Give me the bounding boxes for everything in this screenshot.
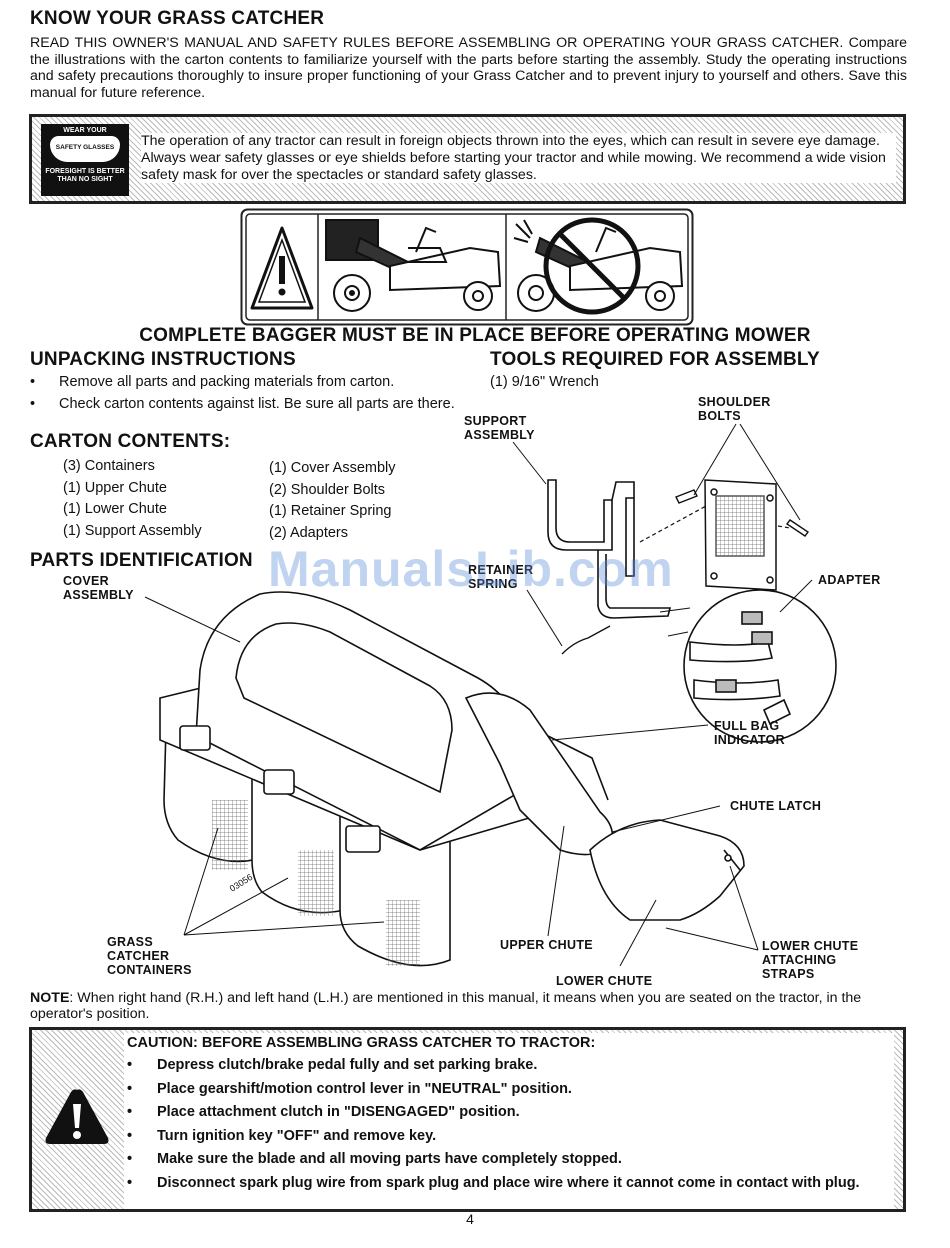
list-item: (1) Cover Assembly — [269, 460, 396, 476]
carton-list-right: (1) Cover Assembly (2) Shoulder Bolts (1… — [269, 458, 396, 544]
list-item: Make sure the blade and all moving parts… — [127, 1151, 894, 1168]
safety-glasses-box: WEAR YOUR SAFETY GLASSES FORESIGHT IS BE… — [29, 114, 906, 204]
goggles-icon: SAFETY GLASSES — [50, 136, 120, 162]
page-number: 4 — [466, 1211, 474, 1227]
list-item: •Remove all parts and packing materials … — [30, 374, 395, 390]
safety-text: The operation of any tractor can result … — [141, 133, 896, 184]
badge-line-2: SAFETY GLASSES — [55, 144, 115, 151]
watermark: ManualsLib.com — [268, 541, 674, 597]
tractor-without-bagger-prohibited-icon — [513, 217, 684, 315]
unpacking-title: UNPACKING INSTRUCTIONS — [30, 349, 296, 370]
label-support-assembly: SUPPORT ASSEMBLY — [464, 414, 535, 442]
list-item: Place gearshift/motion control lever in … — [127, 1081, 894, 1098]
unpacking-item-2: Check carton contents against list. Be s… — [59, 396, 455, 412]
unpacking-item-1: Remove all parts and packing materials f… — [59, 374, 395, 390]
list-item: (2) Adapters — [269, 524, 348, 541]
carton-list-left: (3) Containers (1) Upper Chute (1) Lower… — [63, 456, 202, 542]
note-label: NOTE — [30, 990, 70, 1006]
retainer-spring — [561, 625, 611, 655]
list-item: Place attachment clutch in "DISENGAGED" … — [127, 1104, 894, 1121]
label-shoulder-bolts: SHOULDER BOLTS — [698, 395, 771, 423]
label-adapter: ADAPTER — [818, 573, 881, 587]
list-item: Turn ignition key "OFF" and remove key. — [127, 1128, 894, 1145]
label-chute-latch: CHUTE LATCH — [730, 799, 822, 813]
intro-paragraph: READ THIS OWNER'S MANUAL AND SAFETY RULE… — [30, 35, 907, 101]
support-assembly — [547, 479, 672, 619]
page-heading: KNOW YOUR GRASS CATCHER — [30, 8, 325, 29]
label-lower-chute: LOWER CHUTE — [556, 974, 653, 988]
parts-identification-title: PARTS IDENTIFICATION — [30, 550, 253, 571]
label-lower-chute-attaching-straps: LOWER CHUTE ATTACHING STRAPS — [762, 939, 859, 981]
lower-chute — [589, 819, 745, 921]
list-item: Disconnect spark plug wire from spark pl… — [127, 1175, 894, 1192]
label-upper-chute: UPPER CHUTE — [500, 938, 593, 952]
bagger-warning-title: COMPLETE BAGGER MUST BE IN PLACE BEFORE … — [139, 325, 811, 346]
label-grass-catcher-containers: GRASS CATCHER CONTAINERS — [107, 935, 192, 977]
note-paragraph: NOTE: When right hand (R.H.) and left ha… — [30, 990, 907, 1023]
list-item: •Check carton contents against list. Be … — [30, 396, 455, 412]
note-text: : When right hand (R.H.) and left hand (… — [30, 990, 862, 1023]
adapter-plate — [704, 479, 777, 591]
badge-line-1: WEAR YOUR — [63, 127, 107, 134]
upper-chute — [464, 692, 614, 856]
warning-triangle-icon — [45, 1089, 109, 1144]
caution-title: CAUTION: BEFORE ASSEMBLING GRASS CATCHER… — [127, 1035, 596, 1051]
list-item: Depress clutch/brake pedal fully and set… — [127, 1057, 894, 1074]
badge-line-4: THAN NO SIGHT — [57, 176, 113, 183]
parts-diagram: 03056 — [144, 423, 837, 967]
leader-lines — [144, 423, 813, 967]
tools-title: TOOLS REQUIRED FOR ASSEMBLY — [490, 349, 820, 370]
safety-glasses-badge: WEAR YOUR SAFETY GLASSES FORESIGHT IS BE… — [41, 124, 129, 196]
hazard-triangle-icon — [250, 226, 314, 310]
tools-item: (1) 9/16" Wrench — [490, 374, 599, 390]
list-item: (3) Containers — [63, 458, 155, 474]
caution-box: CAUTION: BEFORE ASSEMBLING GRASS CATCHER… — [29, 1027, 906, 1212]
label-full-bag-indicator: FULL BAG INDICATOR — [714, 719, 785, 747]
cover-assembly — [159, 591, 537, 853]
badge-line-3: FORESIGHT IS BETTER — [45, 168, 125, 175]
list-item: (1) Upper Chute — [63, 479, 167, 496]
caution-list: Depress clutch/brake pedal fully and set… — [124, 1057, 894, 1192]
label-cover-assembly: COVER ASSEMBLY — [63, 574, 134, 602]
bagger-warning-pictogram — [240, 208, 694, 326]
unpacking-list: •Remove all parts and packing materials … — [30, 374, 455, 413]
label-retainer-spring: RETAINER SPRING — [468, 563, 534, 591]
figure-number: 03056 — [228, 872, 255, 894]
carton-title: CARTON CONTENTS: — [30, 431, 231, 452]
caution-content: CAUTION: BEFORE ASSEMBLING GRASS CATCHER… — [124, 1033, 894, 1209]
shoulder-bolt — [675, 489, 810, 537]
list-item: (1) Support Assembly — [63, 522, 202, 539]
list-item: (1) Retainer Spring — [269, 503, 392, 519]
list-item: (1) Lower Chute — [63, 501, 167, 517]
tractor-with-bagger-icon — [325, 219, 502, 312]
adapter-detail-callout — [659, 589, 837, 743]
list-item: (2) Shoulder Bolts — [269, 481, 386, 498]
